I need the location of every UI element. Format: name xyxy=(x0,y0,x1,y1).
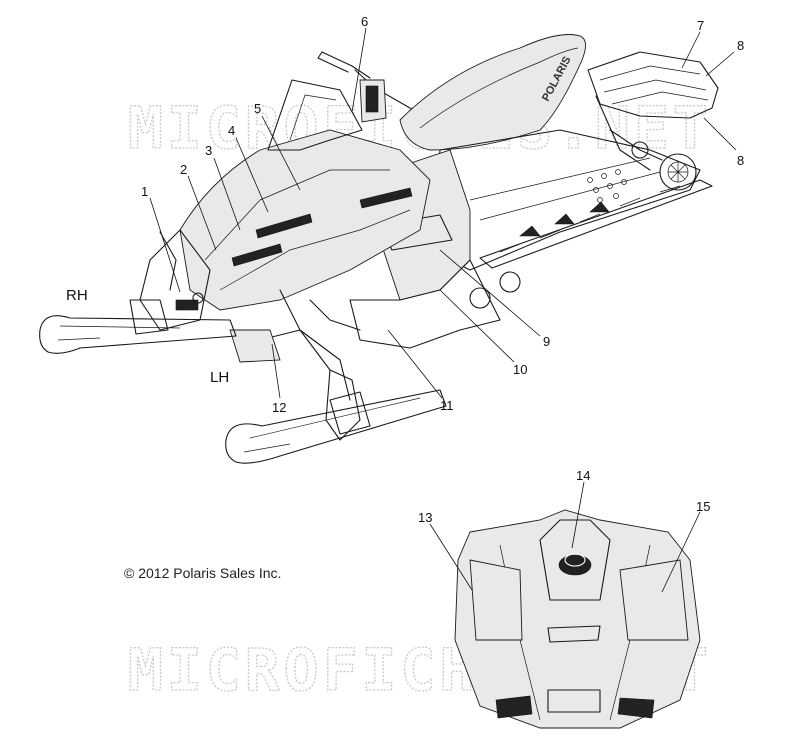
ski-lh xyxy=(225,389,447,464)
inset-decal-15 xyxy=(619,559,689,641)
hood-vent-upper xyxy=(255,213,313,239)
callout-13: 13 xyxy=(418,510,432,525)
inset-decal-13 xyxy=(469,559,523,641)
callout-6: 6 xyxy=(361,14,368,29)
rear-rack xyxy=(587,51,719,119)
hood-inset-illustration xyxy=(454,509,701,729)
copyright: © 2012 Polaris Sales Inc. xyxy=(124,565,281,581)
callout-15: 15 xyxy=(696,499,710,514)
track xyxy=(479,179,713,269)
front-suspension-arm xyxy=(279,289,351,401)
seat xyxy=(399,34,586,151)
running-board xyxy=(587,169,627,203)
lower-side-panel xyxy=(349,259,501,349)
leader-lines xyxy=(149,27,737,593)
callout-11: 11 xyxy=(440,398,454,413)
callout-2: 2 xyxy=(180,162,187,177)
inset-console xyxy=(539,519,611,601)
callout-8-bottom: 8 xyxy=(737,153,744,168)
callout-1: 1 xyxy=(141,184,148,199)
callout-7: 7 xyxy=(697,18,704,33)
callout-14: 14 xyxy=(576,468,590,483)
callout-12: 12 xyxy=(272,400,286,415)
inset-hood xyxy=(454,509,701,729)
callout-9: 9 xyxy=(543,334,550,349)
callouts: 1 2 3 4 5 6 7 8 8 9 10 11 12 13 14 15 xyxy=(141,14,744,525)
handlebar-left xyxy=(317,51,371,79)
inset-fuel-cap xyxy=(558,554,592,576)
lower-nose-panel xyxy=(229,329,281,363)
snowmobile-illustration: POLARIS xyxy=(39,34,719,464)
windshield xyxy=(267,79,363,151)
ski-rh xyxy=(39,315,237,354)
callout-5: 5 xyxy=(254,101,261,116)
spindle-lh xyxy=(325,369,361,441)
callout-10: 10 xyxy=(513,362,527,377)
hood-vent-lower xyxy=(231,243,283,267)
callout-4: 4 xyxy=(228,123,235,138)
callout-3: 3 xyxy=(205,143,212,158)
side-label-lh: LH xyxy=(210,369,229,386)
side-label-rh: RH xyxy=(66,287,88,304)
callout-8-top: 8 xyxy=(737,38,744,53)
